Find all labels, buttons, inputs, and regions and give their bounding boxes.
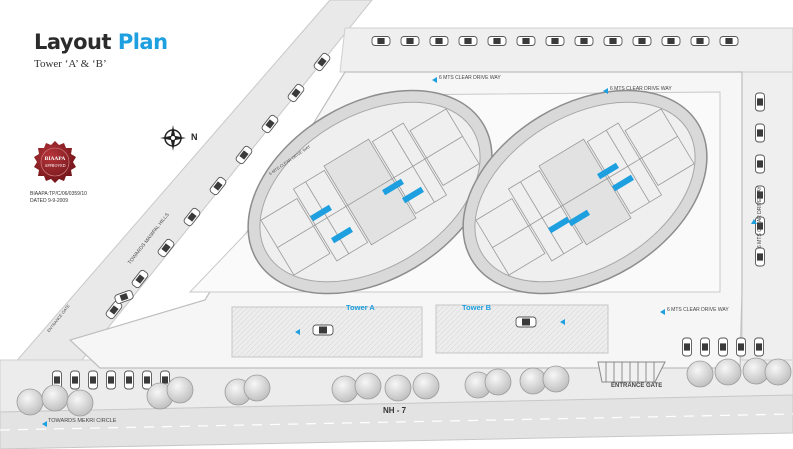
parked-car-icon xyxy=(755,92,765,112)
top-parking-road xyxy=(339,27,793,73)
approval-date: DATED 9-9-2009 xyxy=(30,198,68,204)
parked-car-icon xyxy=(209,176,227,196)
drive-way-label-bottom-right: 6 MTS CLEAR DRIVE WAY xyxy=(667,307,729,313)
parked-car-icon xyxy=(754,337,764,357)
parked-car-icon xyxy=(690,36,710,46)
tree-icon xyxy=(16,388,44,416)
parked-car-icon xyxy=(682,337,692,357)
tree-icon xyxy=(686,360,714,388)
ramp-right xyxy=(435,304,609,354)
tree-icon xyxy=(243,374,271,402)
parked-car-icon xyxy=(487,36,507,46)
tree-icon xyxy=(519,367,547,395)
parked-car-icon xyxy=(88,370,98,390)
parked-car-icon xyxy=(400,36,420,46)
parked-car-icon xyxy=(313,52,331,72)
parked-car-icon xyxy=(700,337,710,357)
parked-car-icon xyxy=(371,36,391,46)
parked-car-icon xyxy=(661,36,681,46)
parked-car-icon xyxy=(632,36,652,46)
tower-b-label: Tower B xyxy=(462,303,492,312)
arrow-up-icon xyxy=(751,219,757,224)
tree-icon xyxy=(41,384,69,412)
parked-car-icon xyxy=(131,269,149,289)
svg-text:APPROVED: APPROVED xyxy=(44,163,65,168)
page-subtitle: Tower ‘A’ & ‘B’ xyxy=(34,58,107,70)
parked-car-icon xyxy=(157,238,175,258)
parked-car-icon xyxy=(114,290,134,304)
parked-car-icon xyxy=(718,337,728,357)
parked-car-icon xyxy=(458,36,478,46)
compass-rose-icon xyxy=(160,125,186,151)
parked-car-icon xyxy=(736,337,746,357)
parked-cars xyxy=(52,36,765,390)
parked-car-icon xyxy=(755,154,765,174)
direction-arrows xyxy=(42,77,757,427)
entrance-gate-label-right: ENTRANCE GATE xyxy=(611,383,663,389)
parked-car-icon xyxy=(261,114,279,134)
tower-b xyxy=(462,89,708,295)
parked-car-icon xyxy=(235,145,253,165)
arrow-left-icon xyxy=(560,319,565,325)
arrow-left-icon xyxy=(42,421,47,427)
trees xyxy=(16,357,792,417)
svg-text:BIAAPA: BIAAPA xyxy=(45,156,66,162)
tree-icon xyxy=(384,374,412,402)
tower-a xyxy=(247,89,493,295)
parked-car-icon xyxy=(183,207,201,227)
parked-car-icon xyxy=(545,36,565,46)
parked-car-icon xyxy=(755,123,765,143)
towards-mekri-label: TOWARDS MEKRI CIRCLE xyxy=(48,418,117,424)
parked-car-icon xyxy=(574,36,594,46)
tree-icon xyxy=(166,376,194,404)
arrow-left-icon xyxy=(295,329,300,335)
tree-icon xyxy=(764,358,792,386)
tree-icon xyxy=(714,358,742,386)
drive-way-label-top-left: 6 MTS CLEAR DRIVE WAY xyxy=(439,75,501,81)
parked-car-icon xyxy=(516,36,536,46)
title-block: Layout Plan Tower ‘A’ & ‘B’ xyxy=(34,30,168,70)
parked-car-icon xyxy=(312,324,334,336)
title-part-plan: Plan xyxy=(117,30,168,54)
tree-icon xyxy=(66,389,94,417)
approval-number: BIAAPA:TP/C/06/0359/10 xyxy=(30,191,87,197)
tree-icon xyxy=(412,372,440,400)
parked-car-icon xyxy=(106,370,116,390)
drive-way-label-right: 6 MTS CLEAR DRIVE WAY xyxy=(757,186,763,248)
tower-a-label: Tower A xyxy=(346,303,375,312)
approval-reference: BIAAPA:TP/C/06/0359/10 DATED 9-9-2009 xyxy=(30,191,87,205)
highway-label: NH - 7 xyxy=(383,406,407,415)
parked-car-icon xyxy=(142,370,152,390)
parked-car-icon xyxy=(515,316,537,328)
arrow-left-icon xyxy=(603,88,608,94)
parked-car-icon xyxy=(755,185,765,205)
parked-car-icon xyxy=(719,36,739,46)
tree-icon xyxy=(354,372,382,400)
arrow-left-icon xyxy=(432,77,437,83)
page-title: Layout Plan xyxy=(34,30,168,54)
drive-way-label-top-right: 6 MTS CLEAR DRIVE WAY xyxy=(610,86,672,92)
tree-icon xyxy=(331,375,359,403)
approval-seal: BIAAPA APPROVED xyxy=(34,141,76,183)
tree-icon xyxy=(542,365,570,393)
north-label: N xyxy=(191,132,198,142)
right-parking-road xyxy=(741,71,793,368)
parked-car-icon xyxy=(755,247,765,267)
parked-car-icon xyxy=(287,83,305,103)
tree-icon xyxy=(484,368,512,396)
parked-car-icon xyxy=(429,36,449,46)
parked-car-icon xyxy=(124,370,134,390)
title-part-layout: Layout xyxy=(34,30,112,54)
parked-car-icon xyxy=(603,36,623,46)
entrance-gate-right xyxy=(597,361,666,383)
parked-car-icon xyxy=(52,370,62,390)
arrow-left-icon xyxy=(660,309,665,315)
parked-car-icon xyxy=(70,370,80,390)
parked-car-icon xyxy=(755,216,765,236)
